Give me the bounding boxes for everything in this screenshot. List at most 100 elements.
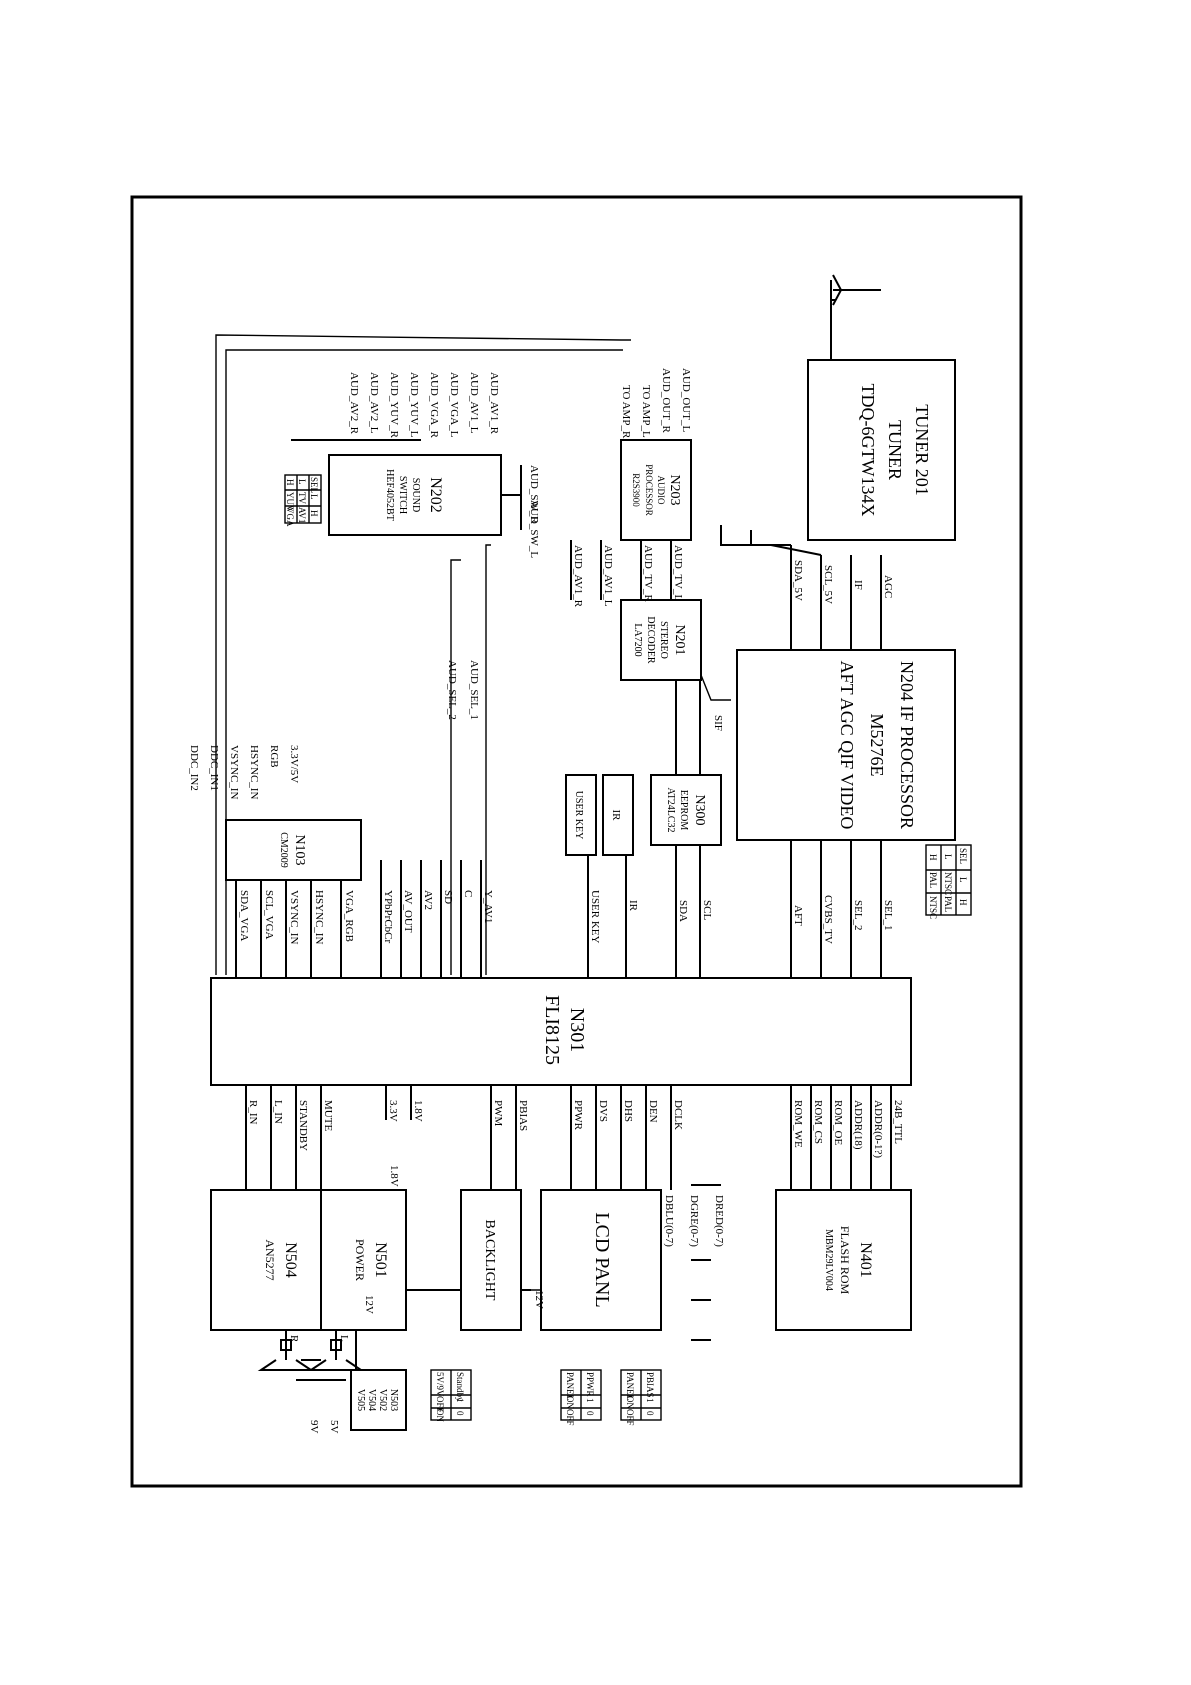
sig-lcd-3: DVS [597, 1100, 609, 1122]
sig-rom-0: 24B_TTL [892, 1100, 904, 1144]
amp-label-1: N504 [282, 1242, 299, 1278]
sw-h1: L [309, 494, 319, 500]
sig-vga-in-5: DDC_IN2 [188, 745, 200, 791]
pbias-h2: 0 [645, 1411, 655, 1416]
sig-bl-0: PBIAS [517, 1100, 529, 1131]
sig-video-in-1: C [462, 890, 474, 897]
sig-sif: SIF [712, 715, 724, 731]
eeprom-label-2: EEPROM [678, 790, 689, 831]
sig-video-in-0: Y_AV1 [482, 890, 494, 923]
cm-label-2: CM2009 [278, 832, 289, 868]
sig-dred: DRED(0-7) [713, 1195, 725, 1247]
sel-h2: H [958, 899, 968, 906]
sw-r1c1: YUV [285, 492, 295, 512]
sig-aud-out-l: AUD_OUT_L [680, 368, 692, 432]
stereo-label-3: DECODER [645, 616, 656, 664]
sig-video-in-5: YPbPrCbCr [382, 890, 394, 944]
pbias-table: PBIAS 1 0 PANEL ON OFF [620, 1369, 662, 1426]
sig-aft: AFT [792, 905, 804, 926]
audio-processor-block [620, 439, 692, 541]
sig-dblu: DBLU(0-7) [663, 1195, 675, 1247]
eeprom-label-1: N300 [692, 794, 707, 825]
sig-vga-in-3: VSYNC_IN [228, 745, 240, 799]
sig-rom-3: ROM_OE [832, 1100, 844, 1146]
cm2009-block [225, 819, 362, 881]
if-processor-block [736, 649, 956, 841]
sig-sw-in-6: AUD_AV2_L [368, 372, 380, 434]
sig-spk-r: R [288, 1335, 300, 1343]
sel-r1c1: PAL [928, 872, 938, 888]
eeprom-block [650, 774, 722, 846]
sel-r0c1: NTSC [943, 872, 953, 895]
stb-r0c1: OFF [435, 1396, 445, 1413]
ir-label: IR [610, 810, 622, 822]
blocks [210, 359, 956, 1431]
standby-table: Standby 1 0 5V/9V OFF ON [430, 1369, 472, 1422]
pbias-r0c0: PANEL [625, 1372, 635, 1400]
flash-label-3: MBM29LV004 [823, 1229, 834, 1291]
sig-video-in-2: SD [442, 890, 454, 904]
sig-v5: 5V [328, 1420, 340, 1434]
ppwr-r0c0: PANEL [565, 1372, 575, 1400]
sig-sw-in-4: AUD_YUV_L [408, 372, 420, 438]
sig-dgre: DGRE(0-7) [688, 1195, 700, 1247]
sig-rom-2: ADDR(18) [852, 1100, 864, 1150]
stereo-label-4: LA7200 [632, 623, 643, 656]
power-block [210, 1189, 407, 1331]
if-label-2: M5276E [867, 714, 887, 777]
ppwr-table: PPWR 1 0 PANEL ON OFF [560, 1369, 602, 1426]
user-key-label: USER KEY [573, 791, 584, 840]
sw-table: SEL L H L TV AV1 H YUV VGA [284, 474, 322, 527]
audio-proc-label-3: PROCESSOR [644, 464, 654, 516]
sig-spk-l: L [338, 1335, 350, 1342]
pbias-h0: PBIAS [645, 1372, 655, 1398]
backlight-label: BACKLIGHT [482, 1220, 497, 1301]
power-label-1: N501 [372, 1242, 389, 1278]
reg-label-1: N503 [388, 1389, 399, 1411]
sel-h0: SEL [958, 848, 968, 864]
sig-if: IF [852, 580, 864, 590]
sel-r1c0: H [928, 854, 938, 861]
sig-lcd-1: DEN [647, 1100, 659, 1123]
sig-amp-1: STANDBY [297, 1100, 309, 1151]
sig-vga-in-1: RGB [268, 745, 280, 768]
sw-r0c0: L [297, 479, 307, 485]
tuner-label-3: TDQ-6GTW134X [858, 384, 878, 517]
sig-sw-in-2: AUD_VGA_L [448, 372, 460, 438]
sig-vga-in-0: 3.3V/5V [288, 745, 300, 783]
sig-lcd-4: PPWR [572, 1100, 584, 1131]
sig-aud-tv-r: AUD_TV_R [642, 545, 654, 602]
eeprom-label-3: AT24LC32 [665, 788, 676, 833]
stereo-decoder-block [620, 599, 702, 681]
ppwr-h0: PPWR [585, 1372, 595, 1397]
sig-v12-a: 12V [533, 1290, 545, 1309]
amp-label-2: AN5277 [263, 1239, 277, 1280]
sw-r1c2: VGA [285, 507, 295, 527]
sig-aud-av1-l: AUD_AV1_L [602, 545, 614, 607]
sig-sw-in-0: AUD_AV1_R [488, 372, 500, 435]
sel-h1: L [958, 877, 968, 883]
audio-proc-label-1: N203 [667, 474, 682, 505]
sig-aud-out-r: AUD_OUT_R [660, 368, 672, 433]
main-chip-label-1: N301 [566, 1008, 588, 1052]
sig-aud-sw-l: AUD_SW_L [528, 500, 540, 558]
stereo-label-1: N201 [672, 624, 687, 655]
truth-tables: SEL L H L NTSC PAL H PAL NTSC SEL L H L … [284, 474, 972, 1426]
sig-agc: AGC [882, 575, 894, 598]
sig-cm-out-4: SDA_VGA [238, 890, 250, 941]
switch-label-4: HEF4052BT [384, 469, 395, 521]
sig-sw-in-7: AUD_AV2_R [348, 372, 360, 435]
reg-label-3: V504 [366, 1389, 377, 1411]
ir-block [602, 774, 634, 856]
sig-aud-av1-r: AUD_AV1_R [572, 545, 584, 608]
sw-r0c1: TV [297, 492, 307, 504]
switch-label-3: SWITCH [397, 476, 408, 514]
flash-label-2: FLASH ROM [838, 1226, 852, 1295]
sig-to-amp-l: TO AMP_L [640, 385, 652, 438]
sig-sda: SDA [677, 900, 689, 922]
sig-to-amp-r: TO AMP_R [620, 385, 632, 439]
ppwr-r0c2: OFF [565, 1409, 575, 1426]
sig-cvbs-tv: CVBS_TV [822, 895, 834, 944]
sel-r0c2: PAL [943, 896, 953, 912]
sig-sel-2: SEL_2 [852, 900, 864, 931]
